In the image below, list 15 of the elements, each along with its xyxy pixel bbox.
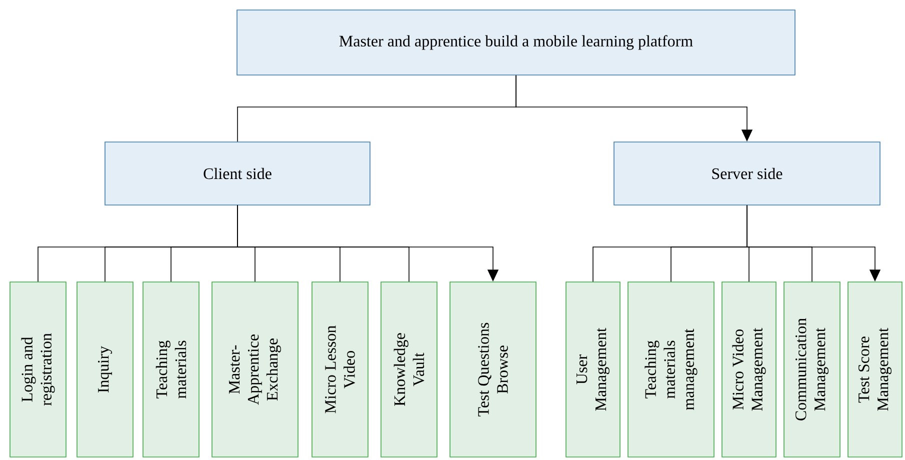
function-box: Micro Video Management <box>722 282 776 458</box>
function-box: Micro Lesson Video <box>312 282 368 458</box>
process-box: Master and apprentice build a mobile learning platform <box>236 10 796 76</box>
function-box: Master-Apprentice Exchange <box>212 282 298 458</box>
function-box: Communication Management <box>784 282 840 458</box>
process-box: Server side <box>614 142 880 206</box>
process-box: Client side <box>104 142 370 206</box>
function-box: Test Questions Browse <box>450 282 536 458</box>
function-box: Teaching materials <box>142 282 200 458</box>
function-box: Inquiry <box>76 282 134 458</box>
function-box: User Management <box>566 282 620 458</box>
function-box: Knowledge Vault <box>380 282 438 458</box>
function-box: Test Score Management <box>848 282 902 458</box>
function-box: Teaching materials management <box>628 282 714 458</box>
function-box: Login and registration <box>10 282 66 458</box>
